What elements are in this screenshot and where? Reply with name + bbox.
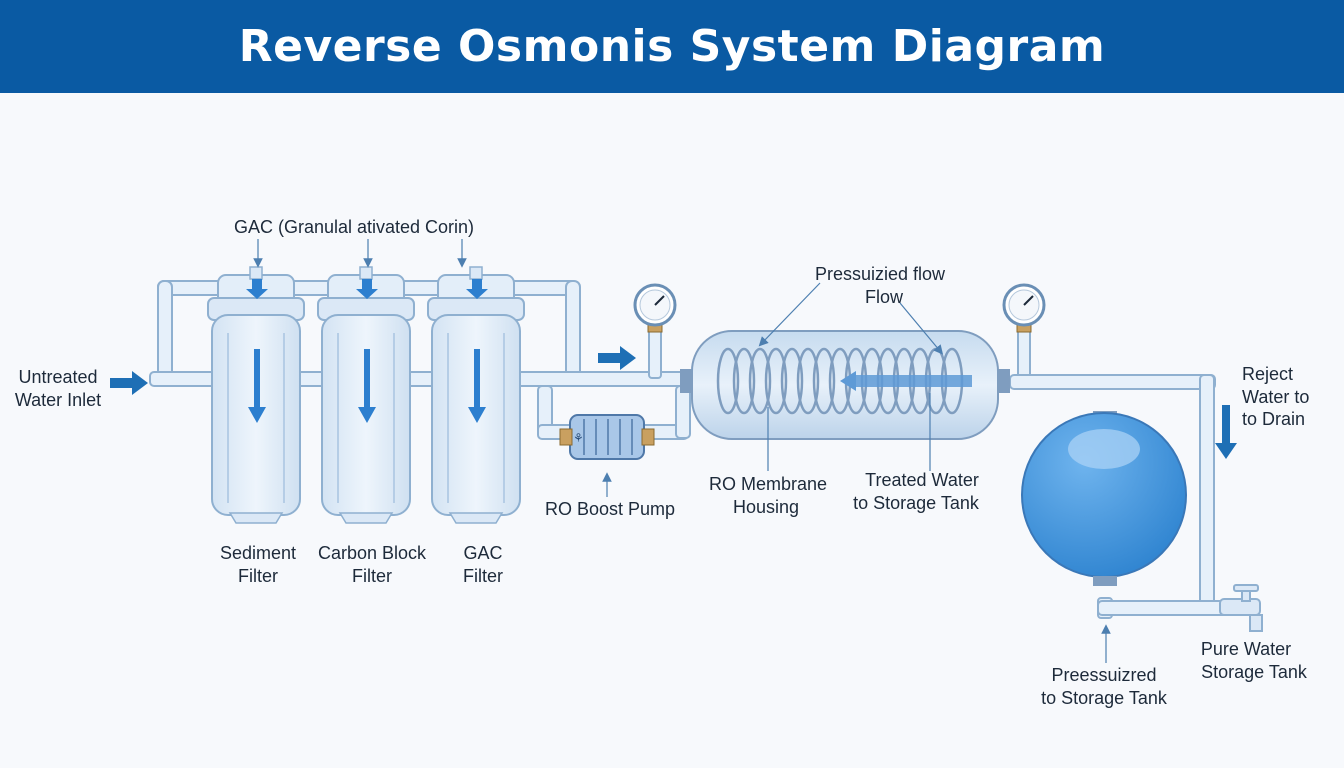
labels: Untreated Water Inlet GAC (Granulal ativ… — [15, 217, 1310, 708]
label-pressurized: Preessuizred — [1051, 665, 1156, 685]
label-inlet: Untreated — [18, 367, 97, 387]
ro-membrane-housing — [680, 330, 1010, 440]
label-membrane-line2: Housing — [733, 497, 799, 517]
label-pure-water-line2: Storage Tank — [1201, 662, 1308, 682]
ro-boost-pump: ⚘ — [559, 414, 655, 460]
reject-down-arrow-icon — [1215, 405, 1237, 459]
label-gac-top: GAC (Granulal ativated Corin) — [234, 217, 474, 237]
label-boost-pump: RO Boost Pump — [545, 499, 675, 519]
faucet-icon — [1219, 584, 1263, 632]
leader-lines — [253, 239, 1111, 663]
label-membrane: RO Membrane — [709, 474, 827, 494]
flow-arrows — [246, 279, 488, 423]
label-reject-line2: Water to — [1242, 387, 1309, 407]
down-arrow-icon — [356, 279, 378, 299]
ro-diagram: ⚘ — [15, 217, 1310, 708]
pressure-gauge-left-icon — [633, 283, 677, 333]
label-gac: GAC — [463, 543, 502, 563]
flow-right-arrow-icon — [598, 346, 636, 370]
label-treated-line2: to Storage Tank — [853, 493, 980, 513]
label-gac-line2: Filter — [463, 566, 503, 586]
pure-water-storage-tank — [1021, 411, 1187, 586]
label-reject: Reject — [1242, 364, 1293, 384]
title-bar: Reverse Osmonis System Diagram — [0, 0, 1344, 93]
inlet-arrow-icon — [110, 371, 148, 395]
label-pure-water: Pure Water — [1201, 639, 1291, 659]
label-sediment: Sediment — [220, 543, 296, 563]
label-flow: Flow — [865, 287, 904, 307]
page-title: Reverse Osmonis System Diagram — [238, 21, 1106, 72]
label-carbon-line2: Filter — [352, 566, 392, 586]
svg-text:⚘: ⚘ — [573, 431, 584, 445]
label-carbon: Carbon Block — [318, 543, 427, 563]
pressure-gauge-right-icon — [1002, 283, 1046, 333]
label-treated: Treated Water — [865, 470, 979, 490]
label-pressurized-line2: to Storage Tank — [1041, 688, 1168, 708]
label-inlet-line2: Water Inlet — [15, 390, 101, 410]
down-arrow-icon — [466, 279, 488, 299]
label-reject-line3: to Drain — [1242, 409, 1305, 429]
label-sediment-line2: Filter — [238, 566, 278, 586]
label-pressurized-flow: Pressuizied flow — [815, 264, 946, 284]
down-arrow-icon — [246, 279, 268, 299]
